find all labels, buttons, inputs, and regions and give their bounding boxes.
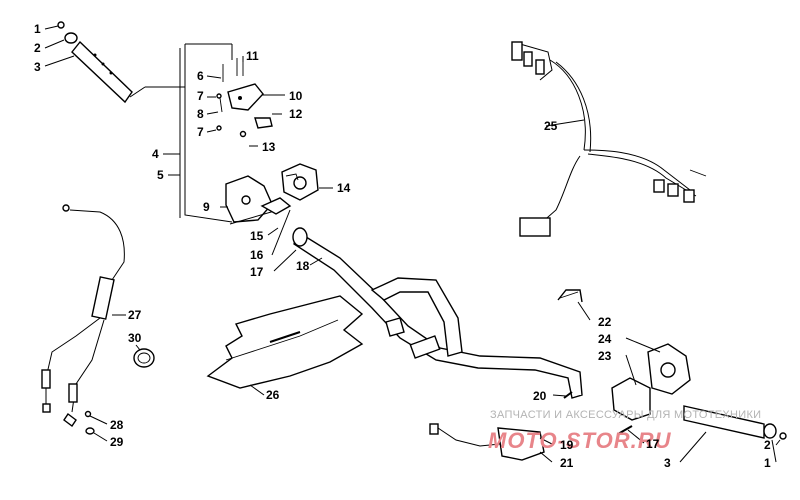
callout-9: 9	[203, 200, 210, 214]
left-grip-group	[57, 21, 185, 104]
callout-13: 13	[262, 140, 276, 154]
callout-3-right: 3	[664, 456, 671, 470]
callout-25: 25	[544, 119, 558, 133]
watermark-brand: MOTO-STOR.RU	[488, 428, 672, 453]
callout-15: 15	[250, 229, 264, 243]
callout-1-right: 1	[764, 456, 771, 470]
callout-4: 4	[152, 147, 159, 161]
callout-12: 12	[289, 107, 303, 121]
callout-1-left: 1	[34, 22, 41, 36]
callout-7-lower: 7	[197, 125, 204, 139]
callout-14: 14	[337, 181, 351, 195]
callout-17-left: 17	[250, 265, 264, 279]
watermark-tagline: ЗАПЧАСТИ И АКСЕССУАРЫ ДЛЯ МОТОТЕХНИКИ	[490, 409, 761, 421]
left-switch-housing	[281, 163, 319, 201]
throttle-housing	[225, 175, 292, 225]
callout-6: 6	[197, 69, 204, 83]
callout-2-left: 2	[34, 41, 41, 55]
callouts: 1 2 3 4 5 6 7 8 7 9 10 11 12 13 14 15 16…	[34, 22, 771, 470]
handlebar-pad	[206, 295, 364, 389]
callout-7-upper: 7	[197, 89, 204, 103]
callout-30: 30	[128, 331, 142, 345]
callout-27: 27	[128, 308, 142, 322]
wiring-harness	[511, 41, 707, 237]
throttle-control-group	[216, 58, 273, 138]
right-controls-group	[557, 289, 787, 440]
callout-29: 29	[110, 435, 124, 449]
callout-18: 18	[296, 259, 310, 273]
throttle-cable	[41, 204, 155, 435]
callout-3-left: 3	[34, 60, 41, 74]
callout-11: 11	[246, 49, 259, 63]
callout-17-right: 17	[646, 437, 660, 451]
lower-switch-cable	[429, 391, 573, 461]
callout-20: 20	[533, 389, 547, 403]
bracket-frame	[179, 43, 233, 223]
callout-26: 26	[266, 388, 280, 402]
callout-22: 22	[598, 315, 612, 329]
callout-21: 21	[560, 456, 574, 470]
callout-28: 28	[110, 418, 124, 432]
callout-24: 24	[598, 332, 612, 346]
watermark: ЗАПЧАСТИ И АКСЕССУАРЫ ДЛЯ МОТОТЕХНИКИ MO…	[488, 409, 761, 453]
callout-2-right: 2	[764, 438, 771, 452]
callout-16: 16	[250, 248, 264, 262]
callout-23: 23	[598, 349, 612, 363]
callout-8: 8	[197, 107, 204, 121]
callout-10: 10	[289, 89, 303, 103]
leader-lines	[44, 25, 781, 463]
callout-19: 19	[560, 438, 574, 452]
callout-5: 5	[157, 168, 164, 182]
handlebar-tube	[292, 227, 583, 399]
